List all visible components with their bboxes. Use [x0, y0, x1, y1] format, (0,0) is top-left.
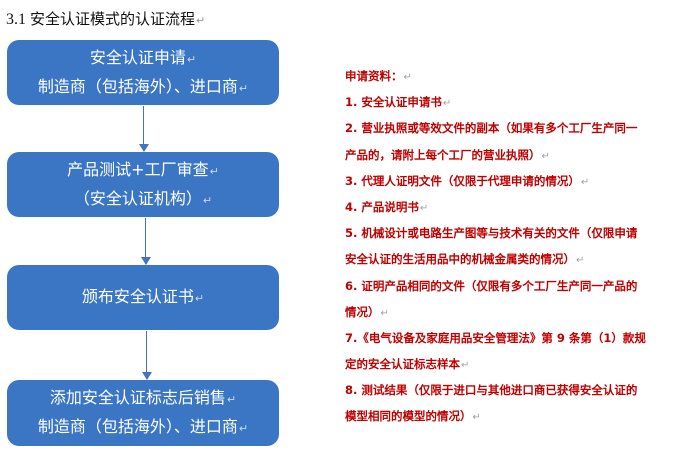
flow-arrow-down-icon	[138, 106, 149, 152]
flow-step-certificate: 颁布安全认证书↵	[7, 265, 279, 330]
paragraph-mark-icon: ↵	[580, 176, 590, 188]
flow-step-application: 安全认证申请↵ 制造商（包括海外）、进口商↵	[7, 40, 279, 105]
paragraph-mark-icon: ↵	[472, 412, 481, 424]
flow-step-testing-title: 产品测试+工厂审查	[67, 159, 209, 179]
application-materials-heading: 申请资料：	[345, 69, 403, 83]
requirement-line: 7.《电气设备及家庭用品安全管理法》第 9 条第（1）款规	[345, 330, 646, 345]
flow-step-testing-actor: （安全认证机构）	[73, 188, 202, 208]
flow-arrow-down-icon	[141, 331, 152, 380]
requirement-line: 6. 证明产品相同的文件（仅限有多个工厂生产同一产品的	[345, 278, 638, 293]
paragraph-mark-icon: ↵	[202, 193, 213, 207]
paragraph-mark-icon: ↵	[238, 422, 249, 435]
paragraph-mark-icon: ↵	[403, 72, 412, 83]
requirement-line: 1. 安全认证申请书	[345, 95, 442, 110]
paragraph-mark-icon: ↵	[194, 292, 205, 305]
flow-step-application-title: 安全认证申请	[89, 47, 186, 67]
paragraph-mark-icon: ↵	[238, 81, 249, 95]
paragraph-mark-icon: ↵	[209, 164, 219, 178]
paragraph-mark-icon: ↵	[380, 307, 389, 319]
paragraph-mark-icon: ↵	[461, 360, 470, 372]
paragraph-mark-icon: ↵	[226, 393, 237, 406]
requirement-line: 定的安全认证标志样本	[345, 357, 460, 372]
flow-step-application-actor: 制造商（包括海外）、进口商	[37, 76, 238, 96]
requirement-line: 8. 测试结果（仅限于进口与其他进口商已获得安全认证的	[345, 383, 638, 398]
paragraph-mark-icon: ↵	[186, 52, 197, 66]
paragraph-mark-icon: ↵	[442, 98, 452, 110]
application-materials-list: 申请资料：↵ 1. 安全认证申请书↵ 2. 营业执照或等效文件的副本（如果有多个…	[345, 63, 690, 430]
paragraph-mark-icon: ↵	[576, 255, 585, 267]
requirement-line: 4. 产品说明书	[345, 199, 419, 214]
flow-step-sales-title: 添加安全认证标志后销售	[49, 388, 226, 407]
flow-step-certificate-title: 颁布安全认证书	[81, 287, 194, 306]
requirement-line: 5. 机械设计或电路生产图等与技术有关的文件（仅限申请	[345, 226, 638, 241]
flow-arrow-down-icon	[140, 218, 151, 265]
paragraph-mark-icon: ↵	[196, 14, 206, 27]
paragraph-mark-icon: ↵	[541, 150, 550, 162]
requirement-line: 产品的，请附上每个工厂的营业执照）	[345, 147, 541, 162]
requirement-line: 2. 营业执照或等效文件的副本（如果有多个工厂生产同一	[345, 121, 638, 136]
requirement-line: 模型相同的模型的情况）	[345, 409, 472, 424]
flow-step-sales-actor: 制造商（包括海外）、进口商	[37, 417, 238, 436]
section-title-text: 安全认证模式的认证流程	[30, 10, 196, 28]
requirement-line: 情况）	[345, 304, 380, 319]
flow-step-testing: 产品测试+工厂审查↵ （安全认证机构）↵	[7, 152, 279, 217]
requirement-line: 安全认证的生活用品中的机械金属类的情况）	[345, 252, 575, 267]
paragraph-mark-icon: ↵	[419, 202, 429, 214]
flow-step-sales: 添加安全认证标志后销售↵ 制造商（包括海外）、进口商↵	[7, 380, 279, 446]
section-number: 3.1	[6, 11, 26, 28]
requirement-line: 3. 代理人证明文件（仅限于代理申请的情况）	[345, 173, 580, 188]
